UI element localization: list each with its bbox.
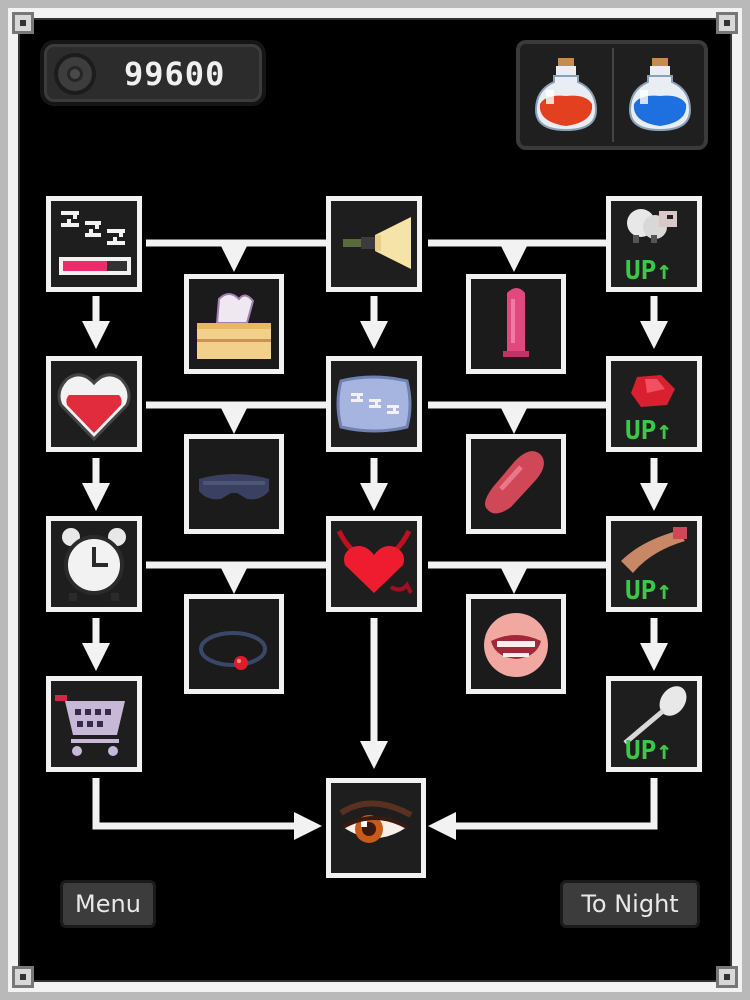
heart-meter-icon: [57, 373, 131, 442]
tissue-box-icon: [197, 293, 271, 359]
red-gem-upgrade-node[interactable]: UP↑: [606, 356, 702, 452]
potion-divider: [612, 48, 614, 142]
sleep-pillow-node[interactable]: [326, 356, 422, 452]
ball-gag-icon: [199, 631, 267, 670]
currency-amount: 99600: [124, 55, 226, 93]
shop-cart-icon: [55, 695, 125, 756]
capsule-icon: [485, 451, 544, 514]
coin-icon: [54, 53, 96, 95]
eye-node[interactable]: [326, 778, 426, 878]
to-night-button[interactable]: To Night: [560, 880, 700, 928]
frame-corner-rivet: [12, 966, 34, 988]
heart-meter-node[interactable]: [46, 356, 142, 452]
arm-upgrade-node[interactable]: UP↑: [606, 516, 702, 612]
frame-corner-rivet: [716, 12, 738, 34]
flashlight-node[interactable]: [326, 196, 422, 292]
red-gem-upgrade-icon: [631, 375, 675, 407]
alarm-clock-icon: [62, 528, 126, 601]
upgrade-label: UP↑: [625, 256, 672, 286]
currency-display: 99600: [40, 40, 266, 106]
alarm-clock-node[interactable]: [46, 516, 142, 612]
upgrade-label: UP↑: [625, 736, 672, 766]
blue-potion-icon[interactable]: [624, 54, 696, 134]
eye-icon: [339, 800, 413, 843]
blindfold-node[interactable]: [184, 434, 284, 534]
sleep-pillow-icon: [336, 375, 412, 433]
spoon-upgrade-icon: [623, 686, 687, 745]
potion-inventory: [516, 40, 708, 150]
red-potion-icon[interactable]: [530, 54, 602, 134]
shop-cart-node[interactable]: [46, 676, 142, 772]
menu-button[interactable]: Menu: [60, 880, 156, 928]
capsule-node[interactable]: [466, 434, 566, 534]
upgrade-label: UP↑: [625, 416, 672, 446]
sleep-energy-icon: [59, 211, 131, 275]
upgrade-label: UP↑: [625, 576, 672, 606]
condom-node[interactable]: [466, 274, 566, 374]
spoon-upgrade-node[interactable]: UP↑: [606, 676, 702, 772]
condom-icon: [503, 288, 529, 357]
sheep-upgrade-node[interactable]: UP↑: [606, 196, 702, 292]
frame-corner-rivet: [12, 12, 34, 34]
tissue-box-node[interactable]: [184, 274, 284, 374]
mouth-node[interactable]: [466, 594, 566, 694]
sleep-energy-node[interactable]: [46, 196, 142, 292]
arm-upgrade-icon: [621, 527, 687, 573]
frame-corner-rivet: [716, 966, 738, 988]
sheep-upgrade-icon: [627, 209, 677, 243]
flashlight-icon: [343, 217, 411, 269]
devil-heart-node[interactable]: [326, 516, 422, 612]
ball-gag-node[interactable]: [184, 594, 284, 694]
devil-heart-icon: [336, 529, 413, 594]
mouth-icon: [484, 613, 548, 677]
blindfold-icon: [199, 474, 269, 500]
